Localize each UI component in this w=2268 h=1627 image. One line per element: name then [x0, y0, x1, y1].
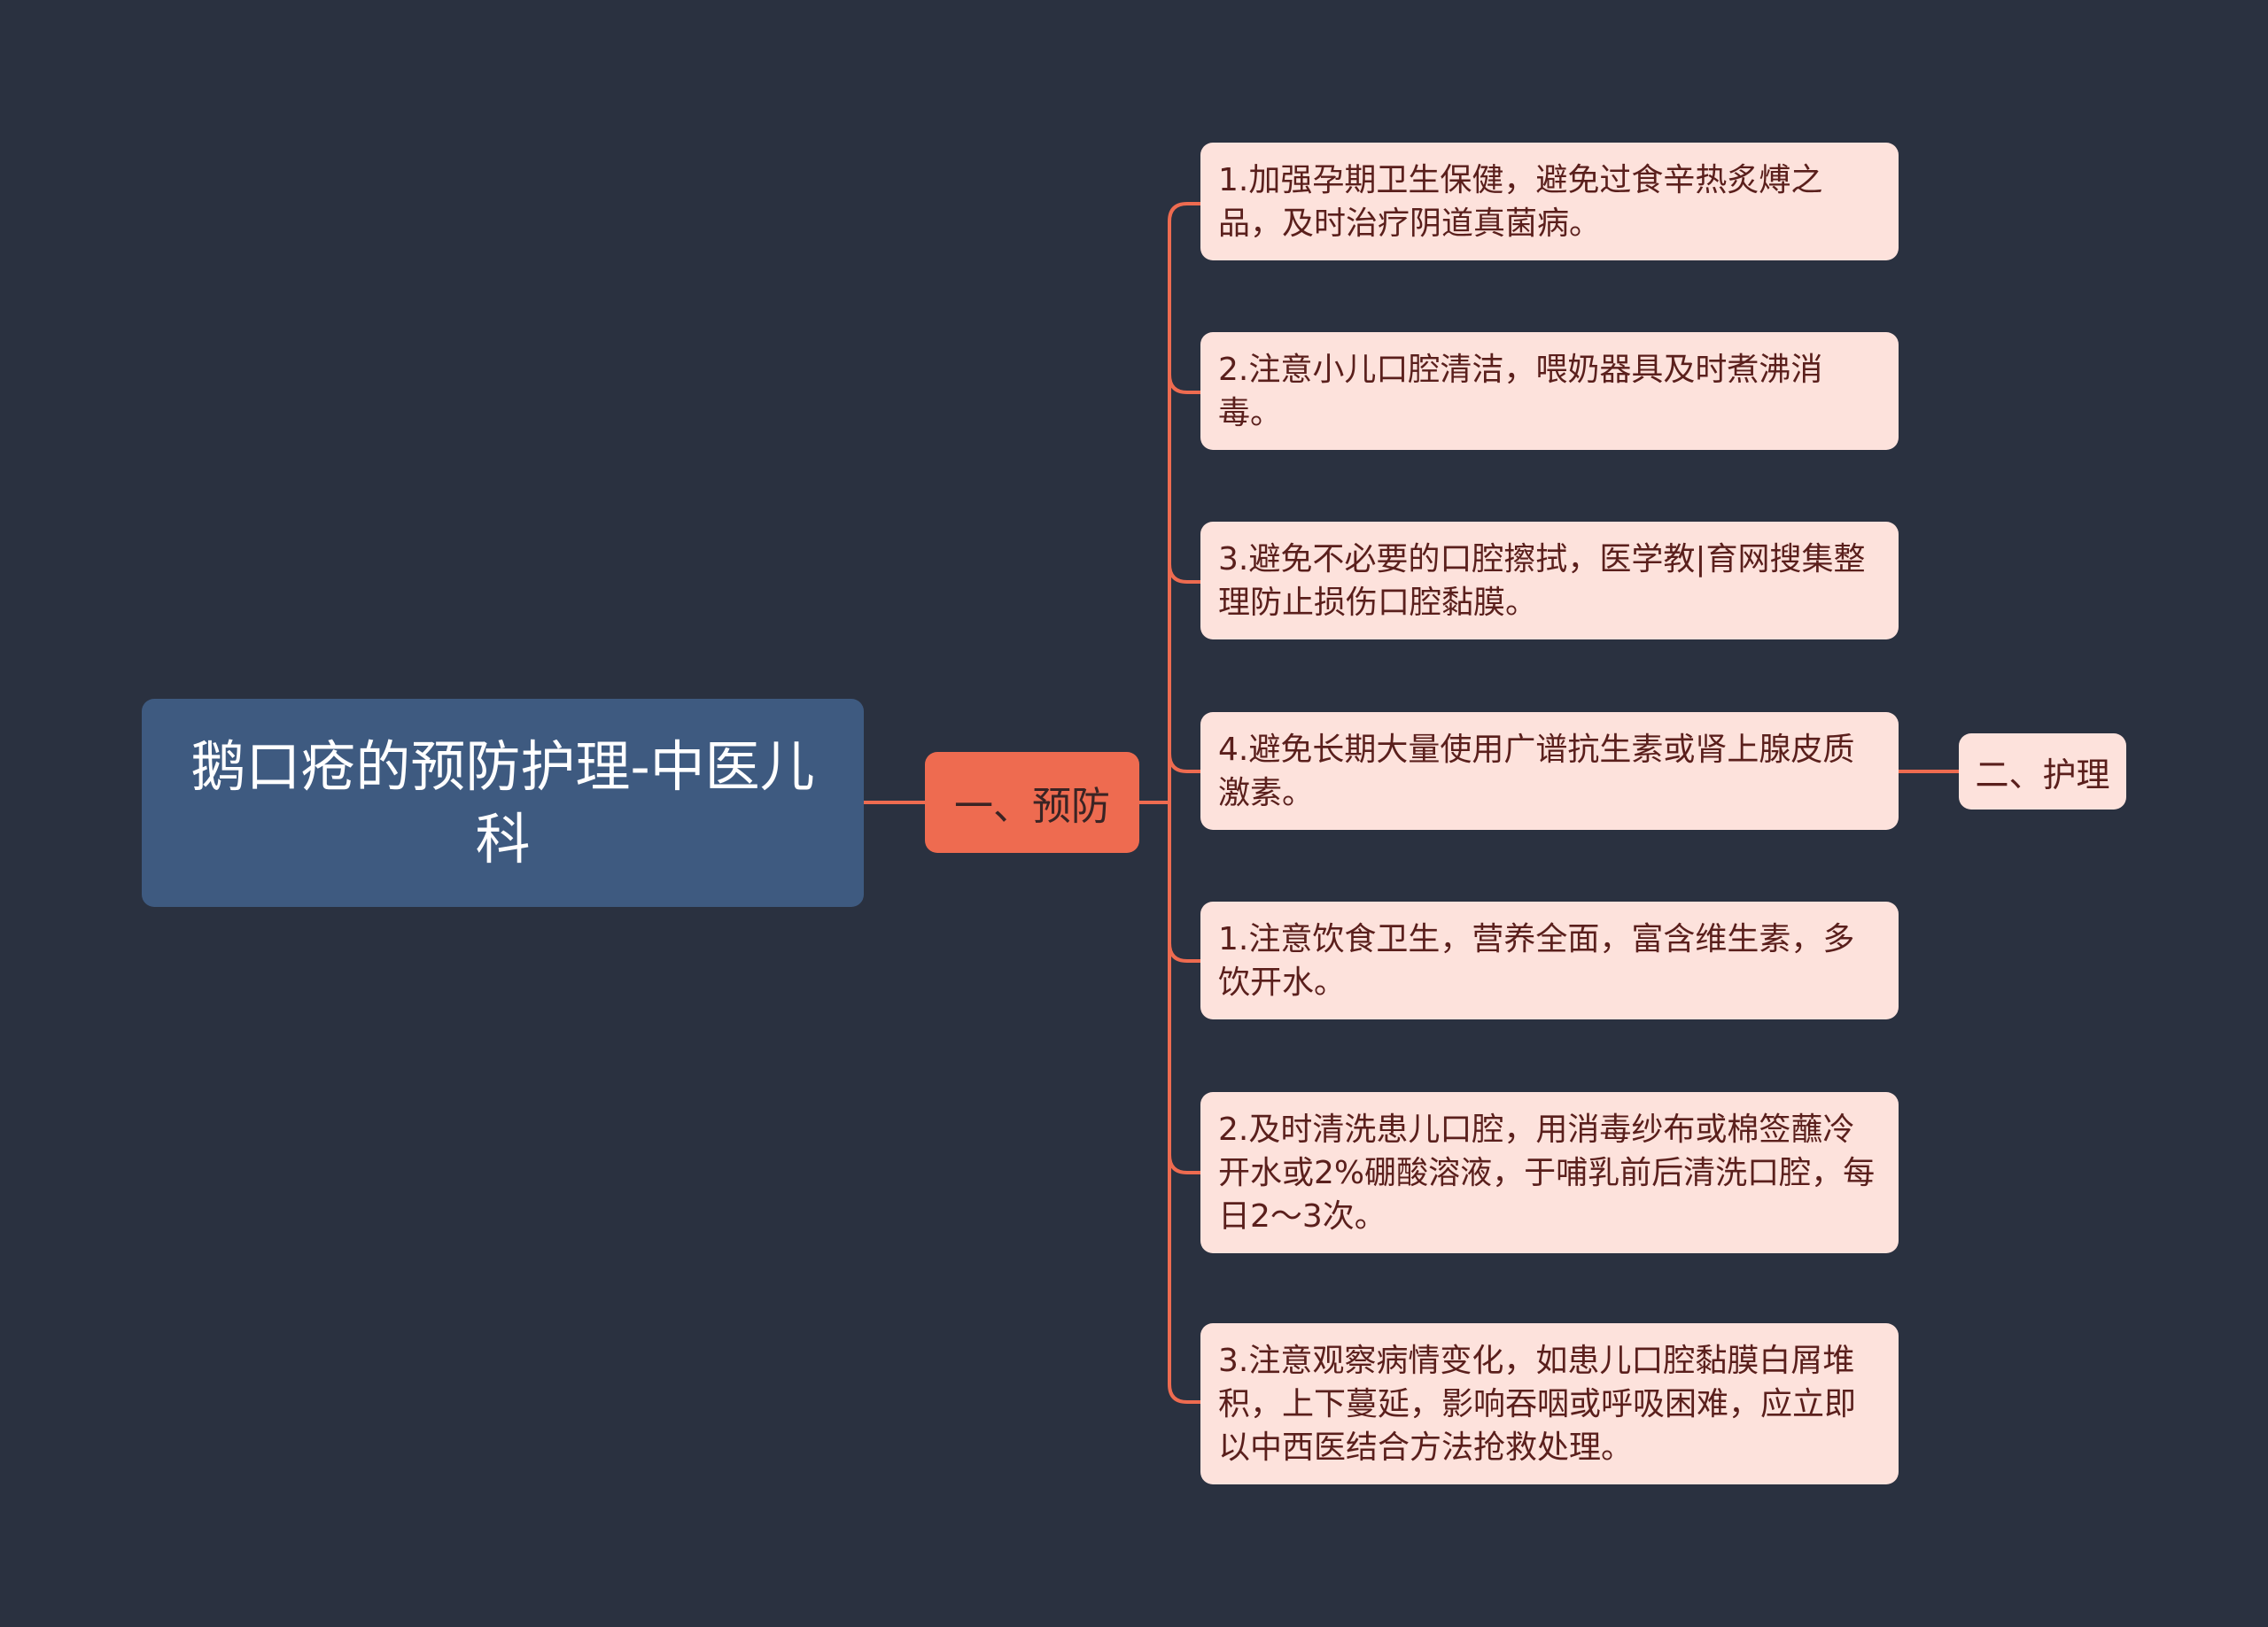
leaf-node-6[interactable]: 2.及时清洗患儿口腔，用消毒纱布或棉签蘸冷开水或2%硼酸溶液，于哺乳前后清洗口腔…	[1200, 1092, 1899, 1253]
leaf-node-label: 1.加强孕期卫生保健，避免过食辛热炙煿之品，及时治疗阴道真菌病。	[1218, 161, 1823, 242]
connector-leaf-4	[1168, 753, 1200, 773]
leaf-node-2[interactable]: 2.注意小儿口腔清洁，喂奶器具及时煮沸消毒。	[1200, 332, 1899, 450]
leaf-node-label: 3.注意观察病情变化，如患儿口腔黏膜白屑堆积，上下蔓延，影响吞咽或呼吸困难，应立…	[1218, 1342, 1857, 1466]
branch-node-prevention[interactable]: 一、预防	[925, 752, 1139, 853]
leaf-node-label: 3.避免不必要的口腔擦拭，医学教|育网搜集整理防止损伤口腔黏膜。	[1218, 540, 1866, 621]
leaf-node-1[interactable]: 1.加强孕期卫生保健，避免过食辛热炙煿之品，及时治疗阴道真菌病。	[1200, 143, 1899, 260]
connector-leaf-3	[1168, 563, 1200, 584]
leaf-node-label: 1.注意饮食卫生，营养全面，富含维生素，多饮开水。	[1218, 920, 1855, 1001]
leaf-node-5[interactable]: 1.注意饮食卫生，营养全面，富含维生素，多饮开水。	[1200, 902, 1899, 1019]
leaf-node-7[interactable]: 3.注意观察病情变化，如患儿口腔黏膜白屑堆积，上下蔓延，影响吞咽或呼吸困难，应立…	[1200, 1323, 1899, 1484]
leaf-node-label: 2.及时清洗患儿口腔，用消毒纱布或棉签蘸冷开水或2%硼酸溶液，于哺乳前后清洗口腔…	[1218, 1111, 1876, 1235]
leaf-node-label: 4.避免长期大量使用广谱抗生素或肾上腺皮质激素。	[1218, 731, 1855, 811]
connector-leaf-5	[1168, 942, 1200, 963]
leaf-node-3[interactable]: 3.避免不必要的口腔擦拭，医学教|育网搜集整理防止损伤口腔黏膜。	[1200, 522, 1899, 639]
tail-node-label: 二、护理	[1975, 755, 2110, 794]
branch-node-label: 一、预防	[954, 784, 1110, 829]
root-node[interactable]: 鹅口疮的预防护理-中医儿科	[142, 699, 864, 907]
leaf-node-4[interactable]: 4.避免长期大量使用广谱抗生素或肾上腺皮质激素。	[1200, 712, 1899, 830]
connector-leaf-2	[1168, 374, 1200, 394]
tail-node-care[interactable]: 二、护理	[1959, 733, 2126, 810]
connector-trunk	[1168, 202, 1188, 1404]
root-node-label: 鹅口疮的预防护理-中医儿科	[190, 733, 815, 872]
connector-leaf-6	[1168, 1154, 1200, 1174]
leaf-node-label: 2.注意小儿口腔清洁，喂奶器具及时煮沸消毒。	[1218, 351, 1823, 431]
